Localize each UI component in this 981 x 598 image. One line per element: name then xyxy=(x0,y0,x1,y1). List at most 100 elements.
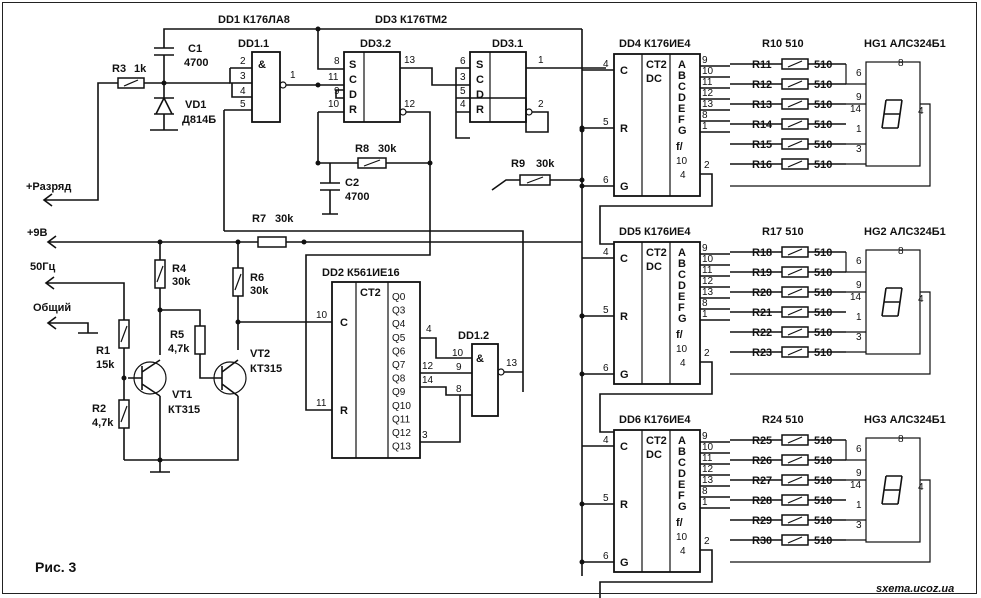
dd4-f-pin: 4 xyxy=(680,170,686,181)
dd1-1-pin-1: 1 xyxy=(290,70,296,81)
dd2-ct2: CT2 xyxy=(360,287,381,299)
dd6-seg-d: D xyxy=(678,468,686,480)
dd5-digit xyxy=(881,287,903,317)
dd4-seg-d: D xyxy=(678,92,686,104)
dd3-1-r: R xyxy=(476,104,484,116)
vt2-label: VT2 xyxy=(250,348,270,360)
dd1-1-gate xyxy=(251,51,281,123)
dd4-res-r13: R13 xyxy=(752,99,772,111)
terminal-50hz-label: 50Гц xyxy=(30,261,55,273)
dd5-out-pin-12: 12 xyxy=(702,276,714,287)
dd3-2-label: DD3.2 xyxy=(360,38,391,50)
vt1-label: VT1 xyxy=(172,389,192,401)
r5-label: R5 xyxy=(170,329,184,341)
dd6-dc: DC xyxy=(646,449,662,461)
dd6-seg-e: E xyxy=(678,479,685,491)
dd6-disp-pin-3: 14 xyxy=(850,480,862,491)
dd1-2-and-symbol: & xyxy=(476,353,484,365)
dd6-input-g: G xyxy=(620,557,629,569)
dd6-out-pin-9: 9 xyxy=(702,431,708,442)
c2-value: 4700 xyxy=(345,191,369,203)
dd3-2-d: D xyxy=(349,89,357,101)
dd1-1-pin-2: 2 xyxy=(240,56,246,67)
dd1-1-pin-3: 3 xyxy=(240,71,246,82)
dd6-out-pin-1: 1 xyxy=(702,497,708,508)
figure-label: Рис. 3 xyxy=(35,559,77,575)
r7-value: 30k xyxy=(275,213,294,225)
dd1-2-pin-10: 10 xyxy=(452,348,464,359)
dd5-block: DD5 К176ИЕ4CT2DCC4R5G6ABCDEFGf/104910111… xyxy=(579,226,946,433)
dd4-input-c: C xyxy=(620,65,628,77)
dd6-res-r26-value: 510 xyxy=(814,455,832,467)
dd2-pin-14: 14 xyxy=(422,375,434,386)
dd6-disp-pin-4: 4 xyxy=(918,482,924,493)
dd6-disp-pin-2: 9 xyxy=(856,468,862,479)
dd6-bank-title: R24 510 xyxy=(762,414,804,426)
dd2-r: R xyxy=(340,405,348,417)
dd4-res-r12: R12 xyxy=(752,79,772,91)
dd6-disp-pin-6: 3 xyxy=(856,520,862,531)
dd4-res-r13-value: 510 xyxy=(814,99,832,111)
dd4-disp-pin-5: 1 xyxy=(856,124,862,135)
dd4-disp-pin-3: 14 xyxy=(850,104,862,115)
r3-value: 1k xyxy=(134,63,147,75)
dd5-bank-title: R17 510 xyxy=(762,226,804,238)
dd5-f-num: 10 xyxy=(676,344,688,355)
dd2-output-q4: Q4 xyxy=(392,319,406,330)
dd4-res-r15: R15 xyxy=(752,139,772,151)
dd3-2-pin-9: 9 xyxy=(334,86,340,97)
r9-value: 30k xyxy=(536,158,555,170)
dd5-disp-pin-5: 1 xyxy=(856,312,862,323)
r6-value: 30k xyxy=(250,285,269,297)
dd1-1-pin-5: 5 xyxy=(240,99,246,110)
dd4-display xyxy=(865,61,921,167)
dd5-res-r18: R18 xyxy=(752,247,772,259)
dd5-disp-pin-2: 9 xyxy=(856,280,862,291)
dd5-disp-pin-4: 4 xyxy=(918,294,924,305)
dd4-out-pin-9: 9 xyxy=(702,55,708,66)
vd1-value: Д814Б xyxy=(182,114,216,126)
dd2-c: C xyxy=(340,317,348,329)
dd3-1-pin-2: 2 xyxy=(538,99,544,110)
dd6-res-r29: R29 xyxy=(752,515,772,527)
dd4-disp-pin-0: 8 xyxy=(898,58,904,69)
dd4-counter xyxy=(613,53,701,197)
dd6-f-num: 10 xyxy=(676,532,688,543)
dd6-out-pin-12: 12 xyxy=(702,464,714,475)
dd6-input-c: C xyxy=(620,441,628,453)
dd2-output-q13: Q13 xyxy=(392,442,411,453)
dd6-seg-b: B xyxy=(678,446,686,458)
r7-label: R7 xyxy=(252,213,266,225)
dd3-2-r: R xyxy=(349,104,357,116)
dd6-res-r28-value: 510 xyxy=(814,495,832,507)
dd6-res-r30-value: 510 xyxy=(814,535,832,547)
dd4-disp-pin-4: 4 xyxy=(918,106,924,117)
r1-value: 15k xyxy=(96,359,115,371)
dd3-2-pin-12: 12 xyxy=(404,99,416,110)
dd6-pin-5: 5 xyxy=(603,493,609,504)
terminal-common-label: Общий xyxy=(33,302,71,314)
dd5-input-r: R xyxy=(620,311,628,323)
dd4-seg-e: E xyxy=(678,103,685,115)
dd6-hg-title: HG3 АЛС324Б1 xyxy=(864,414,946,426)
dd2-output-q12: Q12 xyxy=(392,428,411,439)
dd6-out-pin-11: 11 xyxy=(702,453,713,464)
dd1-1-pin-4: 4 xyxy=(240,86,246,97)
r6-label: R6 xyxy=(250,272,264,284)
dd5-disp-pin-1: 6 xyxy=(856,256,862,267)
dd5-seg-e: E xyxy=(678,291,685,303)
dd4-res-r14-value: 510 xyxy=(814,119,832,131)
dd1-1-and-symbol: & xyxy=(258,59,266,71)
r7-resistor xyxy=(257,236,287,248)
dd6-seg-c: C xyxy=(678,457,686,469)
watermark: sxema.ucoz.ua xyxy=(876,583,954,595)
dd4-pin-5: 5 xyxy=(603,117,609,128)
dd4-out-pin-11: 11 xyxy=(702,77,713,88)
dd5-out-pin-1: 1 xyxy=(702,309,708,320)
dd5-seg-d: D xyxy=(678,280,686,292)
dd5-input-c: C xyxy=(620,253,628,265)
vd1-label: VD1 xyxy=(185,99,206,111)
dd6-res-r26: R26 xyxy=(752,455,772,467)
dd2-output-q9: Q9 xyxy=(392,387,406,398)
dd3-1-pin-6: 6 xyxy=(460,56,466,67)
